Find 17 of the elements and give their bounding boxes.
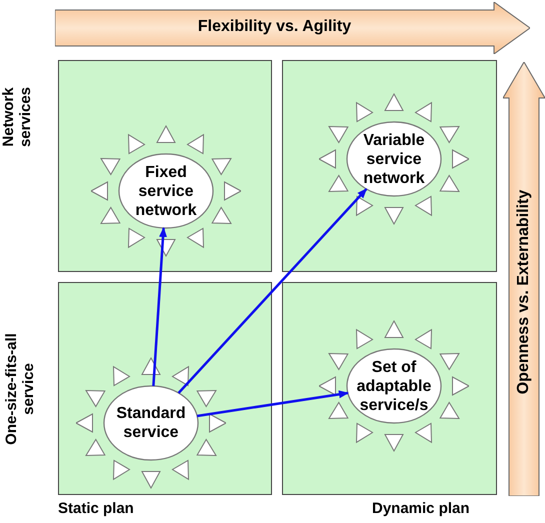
- sun-node: Fixed service network: [91, 121, 241, 261]
- arrow: [196, 390, 349, 418]
- banner-arrow: Flexibility vs. Agility: [55, 2, 530, 54]
- axis-label: Dynamic plan: [372, 500, 470, 517]
- sun-node: Standard service: [76, 353, 226, 493]
- sun-node: Set of adaptable service/s: [319, 316, 469, 456]
- quadrant-panel: [58, 60, 272, 272]
- axis-label: Network services: [0, 86, 34, 150]
- arrow: [152, 227, 167, 386]
- quadrant-panel: [282, 282, 497, 495]
- quadrant-panel: [58, 282, 272, 495]
- quadrant-panel: [282, 60, 497, 272]
- arrow: [178, 188, 368, 394]
- sun-node: Variable service network: [319, 89, 469, 229]
- banner-arrow: Openness vs. Externability: [503, 62, 545, 496]
- axis-label: One-size-fits-all service: [3, 332, 37, 447]
- axis-label: Static plan: [58, 500, 134, 517]
